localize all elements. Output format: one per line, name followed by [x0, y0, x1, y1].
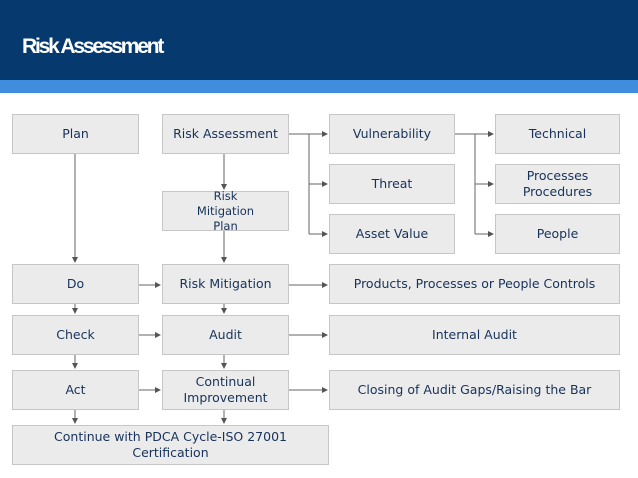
- closing-gaps-label: Closing of Audit Gaps/Raising the Bar: [357, 382, 592, 397]
- technical-label: Technical: [528, 126, 587, 141]
- continual-improvement-box: Continual Improvement: [162, 370, 289, 410]
- asset-value-box: Asset Value: [329, 214, 455, 254]
- plan-box: Plan: [12, 114, 139, 154]
- do-box: Do: [12, 264, 139, 304]
- people-box: People: [495, 214, 620, 254]
- risk-mitigation-plan-label: Risk Mitigation Plan: [196, 188, 255, 233]
- risk-mitigation-label: Risk Mitigation: [179, 276, 272, 291]
- internal-audit-box: Internal Audit: [329, 315, 620, 355]
- asset-value-label: Asset Value: [355, 226, 429, 241]
- controls-label: Products, Processes or People Controls: [353, 276, 596, 291]
- check-box: Check: [12, 315, 139, 355]
- risk-assessment-box: Risk Assessment: [162, 114, 289, 154]
- page-title: Risk Assessment: [22, 35, 164, 58]
- closing-gaps-box: Closing of Audit Gaps/Raising the Bar: [329, 370, 620, 410]
- threat-label: Threat: [371, 176, 413, 191]
- processes-procedures-label: Processes Procedures: [522, 168, 593, 199]
- audit-box: Audit: [162, 315, 289, 355]
- act-box: Act: [12, 370, 139, 410]
- plan-label: Plan: [62, 126, 89, 141]
- header-banner: Risk Assessment: [0, 0, 638, 80]
- people-label: People: [536, 226, 579, 241]
- internal-audit-label: Internal Audit: [432, 327, 517, 342]
- vulnerability-label: Vulnerability: [352, 126, 432, 141]
- risk-mitigation-box: Risk Mitigation: [162, 264, 289, 304]
- audit-label: Audit: [209, 327, 242, 342]
- check-label: Check: [56, 327, 95, 342]
- pdca-certification-box: Continue with PDCA Cycle-ISO 27001 Certi…: [12, 425, 329, 465]
- risk-mitigation-plan-box: Risk Mitigation Plan: [162, 188, 289, 233]
- technical-box: Technical: [495, 114, 620, 154]
- processes-procedures-box: Processes Procedures: [495, 164, 620, 204]
- header-stripe: [0, 80, 638, 93]
- pdca-certification-label: Continue with PDCA Cycle-ISO 27001 Certi…: [54, 429, 287, 460]
- risk-assessment-label: Risk Assessment: [173, 126, 278, 141]
- do-label: Do: [66, 276, 85, 291]
- continual-improvement-label: Continual Improvement: [183, 374, 268, 405]
- threat-box: Threat: [329, 164, 455, 204]
- act-label: Act: [65, 382, 86, 397]
- vulnerability-box: Vulnerability: [329, 114, 455, 154]
- controls-box: Products, Processes or People Controls: [329, 264, 620, 304]
